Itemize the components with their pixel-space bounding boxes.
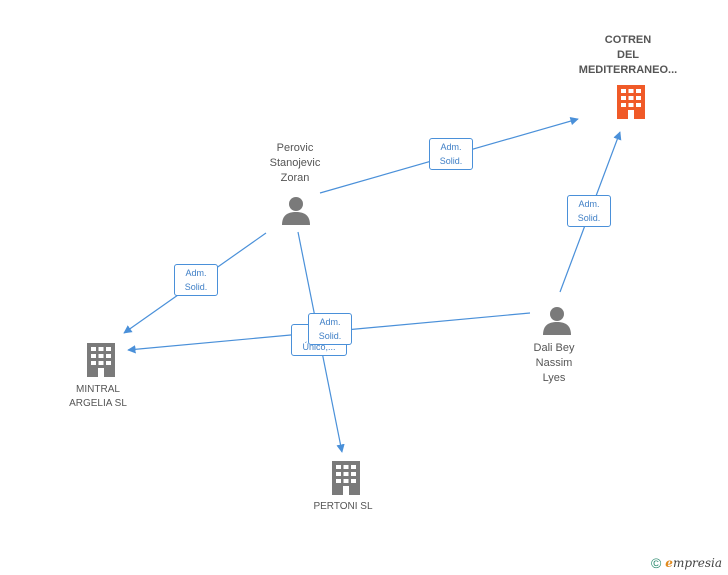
edge-label-perovic-mintral: Adm. Solid. xyxy=(174,264,218,296)
person-icon[interactable] xyxy=(282,197,310,225)
node-label-dali[interactable]: Dali Bey Nassim Lyes xyxy=(533,342,575,384)
node-label-perovic[interactable]: Perovic Stanojevic Zoran xyxy=(269,142,321,184)
building-icon[interactable] xyxy=(617,85,645,119)
building-icon[interactable] xyxy=(87,343,115,377)
footer-brand: © empresia xyxy=(651,555,722,571)
copyright-icon: © xyxy=(650,555,662,571)
node-label-mintral[interactable]: MINTRAL ARGELIA SL xyxy=(69,384,127,409)
edge-label-dali-cotren: Adm. Solid. xyxy=(567,195,611,227)
edge-label-dali-mintral: Adm. Solid. xyxy=(308,313,352,345)
person-icon[interactable] xyxy=(543,307,571,335)
building-icon[interactable] xyxy=(332,461,360,495)
edge-label-perovic-cotren: Adm. Solid. xyxy=(429,138,473,170)
brand-logo: empresia xyxy=(665,556,722,570)
node-label-cotren[interactable]: COTREN DEL MEDITERRANEO... xyxy=(578,34,678,76)
node-label-pertoni[interactable]: PERTONI SL xyxy=(313,501,373,512)
